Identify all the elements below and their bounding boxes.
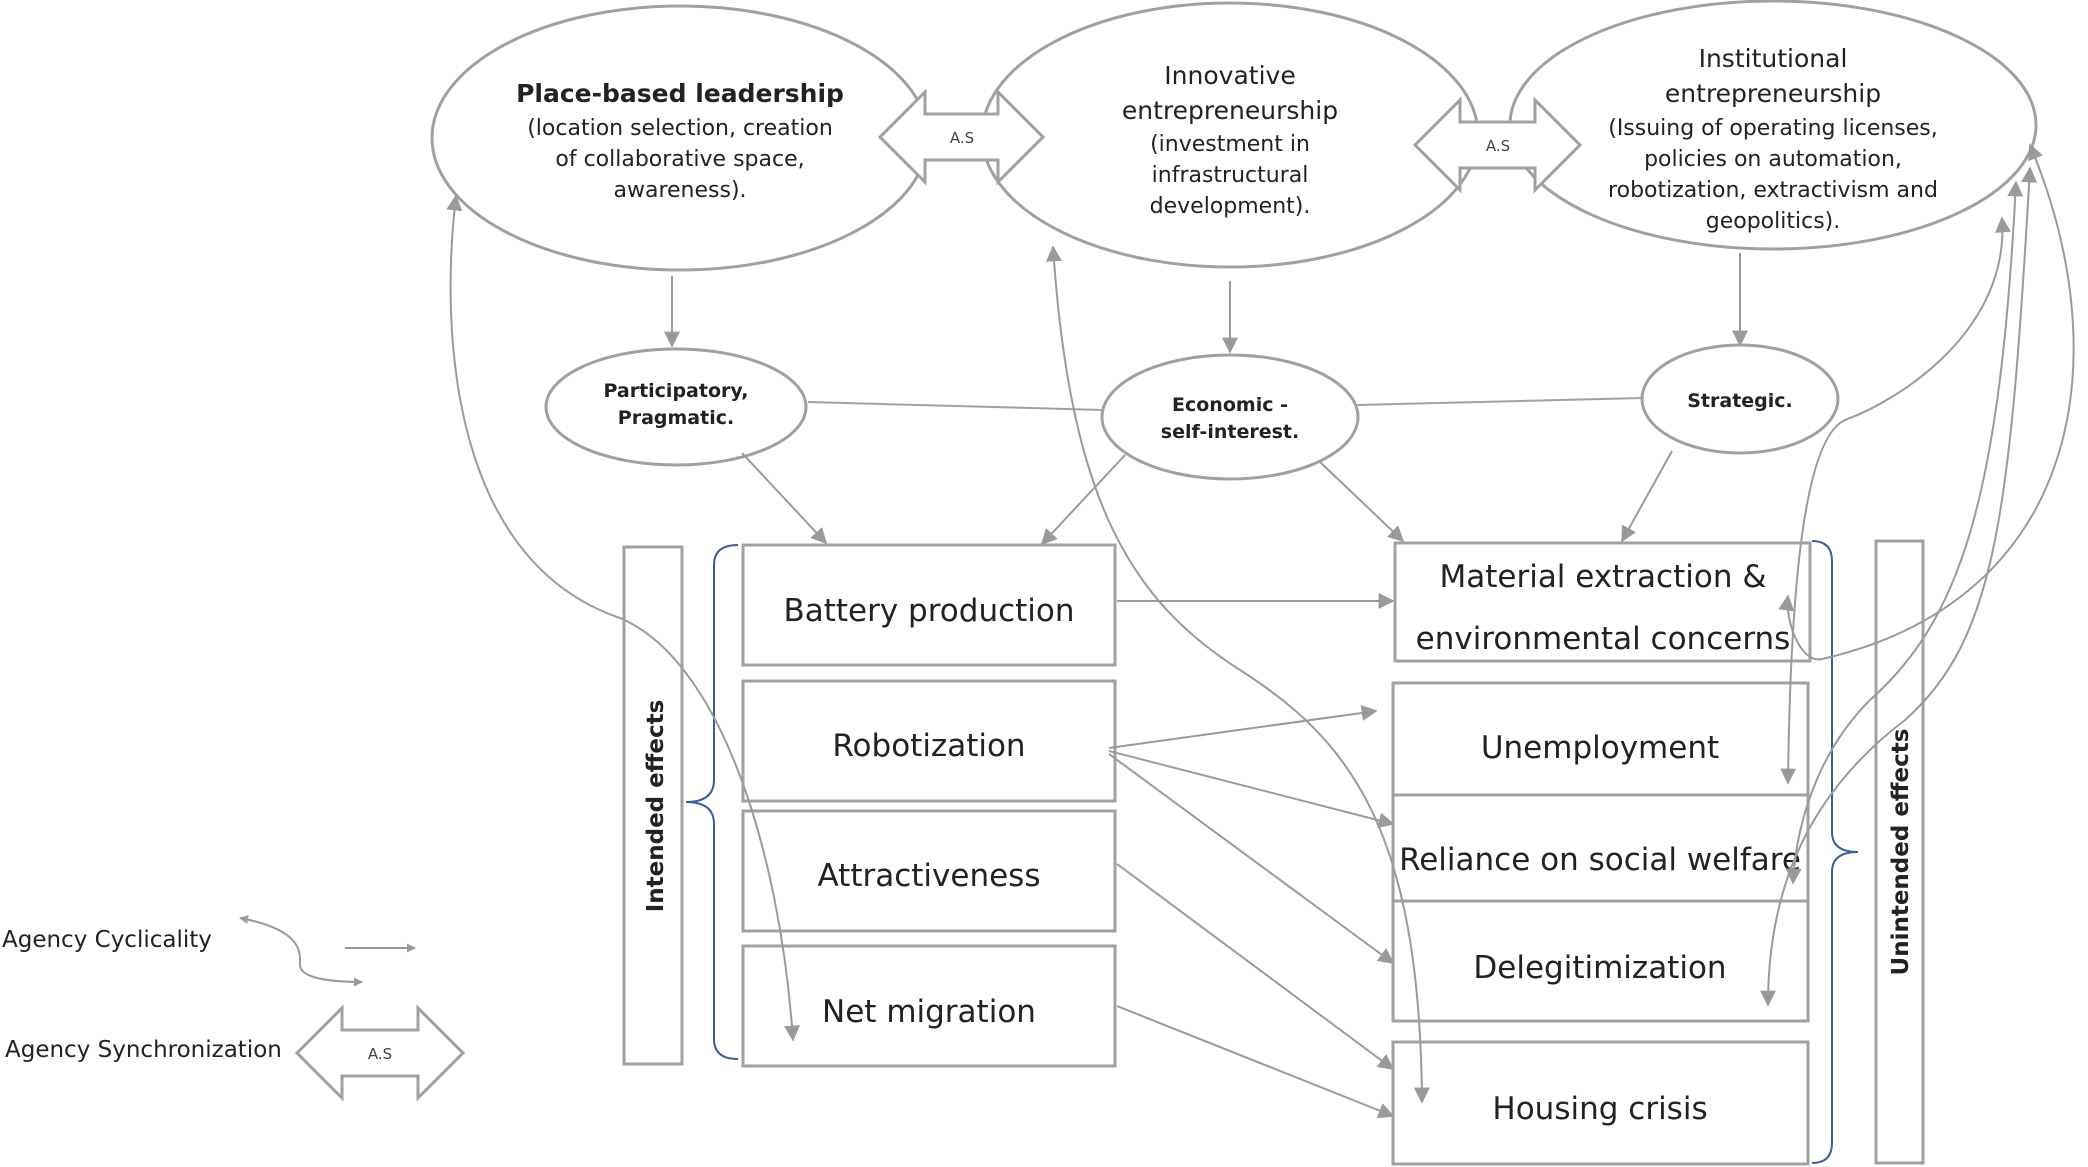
mode-economic-line-2: self-interest.: [1161, 421, 1299, 443]
mode-participatory: Participatory, Pragmatic.: [544, 347, 808, 467]
legend-synchronization-label: Agency Synchronization: [5, 1037, 282, 1063]
unintended-effects-title: Unintended effects: [1888, 729, 1914, 976]
inst-line-1: (Issuing of operating licenses,: [1608, 116, 1938, 141]
arrow-robot-to-delegit: [1108, 753, 1395, 964]
innov-title-1: Innovative: [1164, 61, 1295, 90]
ellipse-institutional-entrepreneurship: Institutional entrepreneurship (Issuing …: [1508, 0, 2038, 251]
unintended-box-unemployment: Unemployment: [1391, 681, 1810, 797]
place-line-1: (location selection, creation: [527, 116, 833, 141]
intended-box-net-migration: Net migration: [741, 944, 1117, 1068]
unintended-label-4: Delegitimization: [1473, 950, 1726, 986]
legend-sync-label: A.S: [368, 1045, 392, 1063]
mode-participatory-line-1: Participatory,: [603, 380, 748, 402]
mode-economic: Economic - self-interest.: [1100, 353, 1360, 481]
unintended-label-1b: environmental concerns: [1416, 621, 1791, 657]
mode-strategic: Strategic.: [1640, 343, 1840, 455]
cycle-place-netmigration: [446, 194, 800, 1042]
intended-box-battery-production: Battery production: [741, 543, 1117, 667]
legend-cyclicality-curve: [239, 915, 363, 987]
inst-title-2: entrepreneurship: [1665, 79, 1881, 108]
intended-label-2: Robotization: [832, 728, 1025, 764]
legend: Agency Cyclicality Agency Synchronizatio…: [2, 915, 466, 1102]
inst-line-3: robotization, extractivism and: [1608, 178, 1938, 203]
legend-sync-arrow: A.S: [294, 1004, 466, 1102]
arrow-strat-to-material: [1621, 450, 1673, 543]
arrow-robot-to-welfare: [1108, 750, 1395, 829]
unintended-box-material-extraction: Material extraction & environmental conc…: [1393, 541, 1812, 663]
connector-particip-econ: [807, 401, 1104, 411]
sync-arrow-2: A.S: [1412, 96, 1583, 194]
unintended-box-social-welfare: Reliance on social welfare: [1391, 793, 1810, 903]
intended-label-4: Net migration: [822, 994, 1036, 1030]
mode-economic-line-1: Economic -: [1172, 394, 1288, 416]
inst-title-1: Institutional: [1699, 44, 1848, 73]
unintended-bracket: [1811, 540, 1859, 1164]
intended-box-attractiveness: Attractiveness: [741, 809, 1117, 933]
place-line-3: awareness).: [613, 178, 746, 203]
sync-arrow-1: A.S: [877, 88, 1046, 186]
unintended-box-delegitimization: Delegitimization: [1391, 899, 1810, 1023]
mode-participatory-line-2: Pragmatic.: [618, 407, 734, 429]
arrows-mode-to-effects: [741, 450, 1673, 546]
cycle-inst-unemployment: [1780, 216, 2011, 785]
innov-title-2: entrepreneurship: [1122, 96, 1338, 125]
arrow-econ-to-material: [1319, 461, 1405, 543]
innov-line-3: development).: [1150, 194, 1311, 219]
mode-strategic-label: Strategic.: [1687, 390, 1793, 412]
cycle-inst-delegit: [1760, 166, 2038, 1007]
innov-line-2: infrastructural: [1152, 163, 1309, 188]
arrow-attract-to-housing: [1116, 863, 1395, 1070]
sync-label-1: A.S: [950, 129, 974, 147]
arrow-netmigration-to-housing: [1116, 1005, 1395, 1119]
unintended-label-2: Unemployment: [1481, 730, 1719, 766]
intended-label-3: Attractiveness: [818, 858, 1041, 894]
unintended-label-1a: Material extraction &: [1439, 559, 1766, 595]
intended-label-1: Battery production: [783, 593, 1074, 629]
place-line-2: of collaborative space,: [555, 147, 804, 172]
unintended-label-5: Housing crisis: [1492, 1091, 1707, 1127]
inst-line-4: geopolitics).: [1706, 209, 1840, 234]
unintended-box-housing-crisis: Housing crisis: [1391, 1040, 1810, 1166]
ellipse-innovative-entrepreneurship: Innovative entrepreneurship (investment …: [980, 1, 1480, 269]
ellipse-place-based-leadership: Place-based leadership (location selecti…: [430, 4, 930, 272]
intended-effects-title: Intended effects: [643, 700, 669, 913]
legend-cyclicality-label: Agency Cyclicality: [2, 927, 212, 953]
intended-bracket: [685, 544, 739, 1060]
place-title: Place-based leadership: [516, 79, 844, 108]
arrow-particip-to-battery: [741, 452, 828, 545]
cyclicality-curves: [446, 143, 2075, 1104]
innov-line-1: (investment in: [1150, 132, 1310, 157]
intended-box-robotization: Robotization: [741, 679, 1117, 803]
inst-line-2: policies on automation,: [1644, 147, 1902, 172]
sync-label-2: A.S: [1486, 137, 1510, 155]
arrow-robot-to-unemployment: [1108, 705, 1378, 749]
cycle-innov-housing: [1045, 245, 1430, 1104]
connector-econ-strat: [1356, 397, 1644, 406]
unintended-label-3: Reliance on social welfare: [1399, 842, 1801, 878]
